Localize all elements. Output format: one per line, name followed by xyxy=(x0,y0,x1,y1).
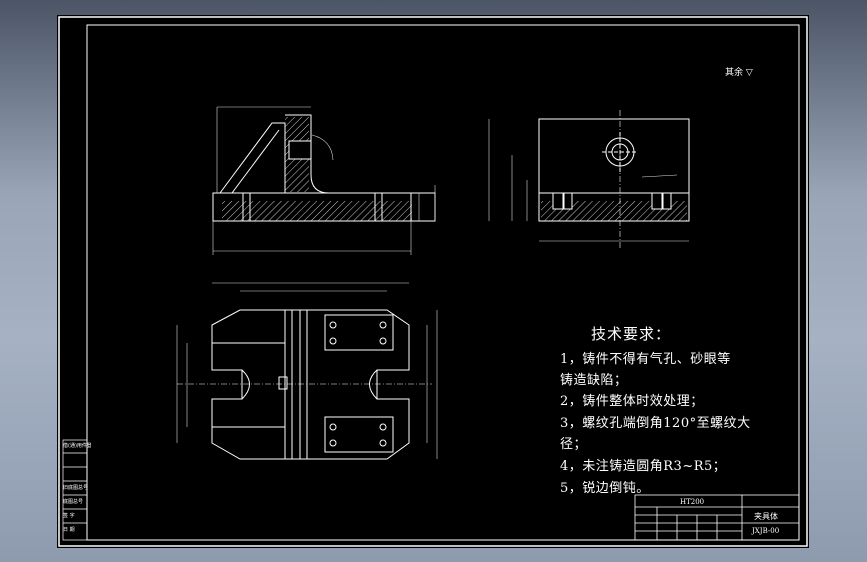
tech-requirements-title: 技术要求： xyxy=(591,325,672,343)
stamp-label: 日 期 xyxy=(63,527,75,533)
tech-item: 铸造缺陷； xyxy=(560,373,628,388)
outer-frame xyxy=(58,16,808,547)
top-view xyxy=(176,282,438,460)
title-block xyxy=(634,494,800,541)
inner-frame xyxy=(86,24,800,541)
side-view xyxy=(488,110,690,250)
drawing-canvas[interactable]: 其余 ▽ 技术要求： 1，铸件不得有气孔、砂眼等 铸造缺陷； 2，铸件整体时效处… xyxy=(57,15,809,548)
stamp-label: 底图总号 xyxy=(63,499,84,505)
tech-item: 3，螺纹孔端倒角120°至螺纹大 xyxy=(560,416,751,431)
stamp-label: 旧底图总号 xyxy=(63,485,89,491)
material: HT200 xyxy=(680,498,705,506)
part-name: 夹具体 xyxy=(754,512,778,521)
stamp-label: 签 字 xyxy=(63,513,75,519)
front-view xyxy=(212,106,436,255)
engineering-drawing xyxy=(58,16,808,547)
tech-item: 5，锐边倒钝。 xyxy=(560,481,650,496)
surface-finish-note: 其余 ▽ xyxy=(725,68,753,78)
stamp-label: 借(通)用件登记 xyxy=(63,443,91,449)
tech-item: 1，铸件不得有气孔、砂眼等 xyxy=(560,352,731,367)
tech-item: 4，未注铸造圆角R3~R5； xyxy=(560,459,727,474)
tech-item: 径； xyxy=(560,437,588,452)
tech-item: 2，铸件整体时效处理； xyxy=(560,394,704,409)
drawing-code: JXJB-00 xyxy=(752,527,780,535)
left-stamp-column xyxy=(62,439,88,541)
